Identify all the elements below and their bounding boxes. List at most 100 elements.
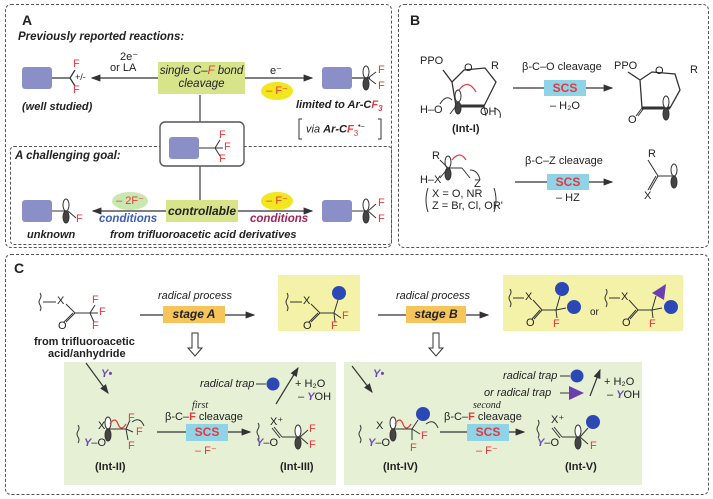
y-radical-label: Y• [101, 368, 113, 380]
x-label: X [644, 190, 652, 202]
fluorine-label: F [92, 294, 99, 306]
ring-oxygen: O [464, 62, 473, 74]
minus-f-label: – F⁻ [195, 445, 217, 457]
y-o-label: Y–O [256, 437, 279, 449]
int-v-label: (Int-V) [565, 461, 597, 473]
fluorine-label: F [342, 310, 349, 322]
r-group: R [690, 64, 698, 76]
loss-2f-badge: – 2F⁻ [112, 192, 148, 210]
y-o-label: Y–O [84, 437, 107, 449]
fluorine-label: F [378, 213, 385, 225]
co-cleavage-label: β-C–O cleavage [522, 61, 602, 73]
loss-f-badge-bottom: – F⁻ [261, 192, 293, 210]
scs-box-b2: SCS [547, 174, 589, 190]
panel-c [5, 254, 709, 495]
fluorine-label: F [649, 318, 656, 330]
radical-trap-label: radical trap [200, 378, 255, 390]
fluorine-label: F [73, 84, 80, 96]
panel-a [5, 4, 392, 248]
x-label: X [57, 295, 65, 307]
via-label: via Ar-CF3•– [306, 123, 365, 138]
fluorine-label: F [309, 423, 316, 435]
fluorine-label: F [590, 440, 597, 452]
stage-a-product-box [278, 275, 360, 331]
source-label: from trifluoroacetic acid derivatives [110, 229, 297, 241]
aryl-block-top-left [22, 67, 52, 89]
radical-process-a-label: radical process [158, 290, 232, 302]
x-label: X [303, 295, 311, 307]
plus-h2o-label: + H₂O [295, 378, 326, 390]
limited-to-label: limited to Ar-CF3 [296, 99, 383, 114]
o-label: O [303, 320, 312, 332]
x-plus-label: X⁺ [551, 414, 565, 426]
z-label: Z [474, 178, 481, 190]
charge-label: +/- [75, 72, 86, 82]
fluorine-label: F [92, 320, 99, 332]
fluorine-label: F [378, 80, 385, 92]
or-radical-trap-label: or radical trap [484, 387, 552, 399]
aryl-block-bottom-right [322, 200, 352, 222]
fluorine-label: F [128, 440, 135, 452]
ketone-oxygen: O [628, 114, 637, 126]
challenging-goal-heading: A challenging goal: [15, 150, 121, 162]
fluorine-label: F [309, 439, 316, 451]
fluorine-label: F [224, 141, 231, 153]
o-label: O [526, 317, 535, 329]
r-group: R [648, 148, 656, 160]
plus-h2o-label: + H₂O [604, 376, 635, 388]
well-studied-label: (well studied) [22, 101, 93, 113]
minus-f-label: – F⁻ [476, 445, 498, 457]
aryl-block-top-right [322, 67, 352, 89]
r-group: R [491, 60, 499, 72]
y-o-label: Y–O [537, 437, 560, 449]
aryl-block-bottom-left [22, 200, 52, 222]
ppo-label: PPO [420, 55, 444, 67]
source-line-2: acid/anhydride [48, 348, 126, 360]
panel-b-label: B [410, 12, 421, 28]
x-definition: X = O, NR [432, 188, 483, 200]
unknown-label: unknown [27, 229, 76, 241]
x-label: X [525, 291, 533, 303]
second-label: second [473, 400, 501, 411]
minus-yoh-label: – YOH [607, 389, 641, 401]
cz-cleavage-label: β-C–Z cleavage [525, 155, 603, 167]
fluorine-label: F [99, 306, 106, 318]
fluorine-label: F [73, 58, 80, 70]
fluorine-label: F [219, 153, 226, 165]
fluorine-label: F [219, 129, 226, 141]
o-label: O [622, 317, 631, 329]
fluorine-label: F [76, 213, 83, 225]
y-radical-label: Y• [373, 368, 385, 380]
first-label: first [192, 400, 209, 411]
fluorine-label: F [410, 442, 417, 454]
fluorine-label: F [378, 64, 385, 76]
panel-c-label: C [14, 260, 25, 276]
reagent-la: or LA [110, 62, 137, 74]
loss-f-badge: – F⁻ [261, 82, 293, 100]
panel-a-label: A [22, 12, 33, 28]
fluorine-label: F [128, 412, 135, 424]
scs-box-c2: SCS [467, 424, 509, 441]
panel-b [398, 4, 709, 248]
y-o-label: Y–O [368, 437, 391, 449]
stage-a-box: stage A [163, 306, 225, 323]
x-label: X [621, 291, 629, 303]
h-x-label: H–X [420, 174, 442, 186]
x-plus-label: X⁺ [270, 416, 284, 428]
aryl-block-center [169, 137, 199, 159]
previous-reactions-heading: Previously reported reactions: [18, 31, 185, 43]
ring-oxygen: O [655, 65, 664, 77]
conditions-left-label: conditions [99, 213, 158, 225]
radical-process-b-label: radical process [396, 290, 470, 302]
oh-label: OH [480, 106, 497, 118]
fluorine-label: F [136, 426, 143, 438]
minus-h2o-label: – H₂O [550, 100, 580, 112]
radical-trap-label: radical trap [503, 370, 558, 382]
int-ii-label: (Int-II) [95, 461, 126, 473]
r-group: R [432, 150, 440, 162]
z-definition: Z = Br, Cl, OR' [432, 200, 503, 212]
scs-box-c1: SCS [186, 424, 228, 441]
x-label: X [98, 420, 106, 432]
